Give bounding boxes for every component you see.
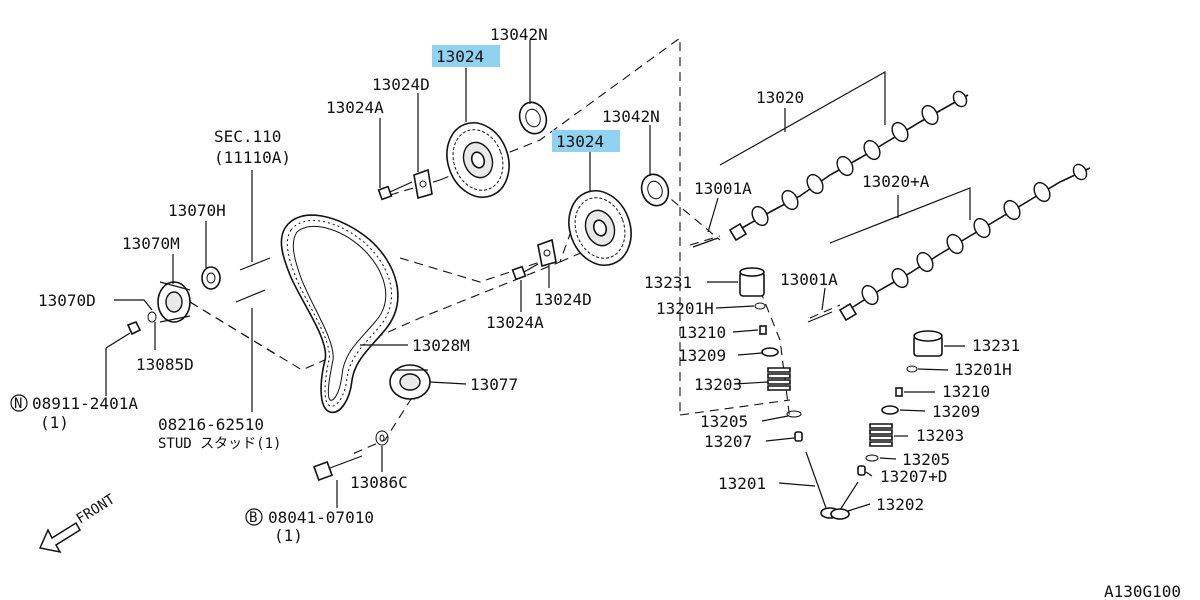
label-front: FRONT [74, 491, 119, 527]
retainer-right [881, 405, 899, 415]
label-13207-left: 13207 [704, 432, 752, 451]
valve-spring-right [869, 423, 893, 447]
dowel-pin-lower [807, 311, 833, 323]
washer-13086C [375, 430, 389, 446]
label-13024D-low: 13024D [534, 290, 592, 309]
valve-seal-left [794, 431, 803, 442]
front-arrow-icon [38, 521, 82, 554]
diagram-id: A130G100 [1104, 582, 1181, 600]
stud-upper [239, 257, 271, 271]
bolt-08041 [313, 455, 363, 481]
nut-marker: N [14, 396, 22, 412]
label-13210-right: 13210 [942, 382, 990, 401]
label-13001A-top: 13001A [694, 179, 752, 198]
label-13077: 13077 [470, 375, 518, 394]
valve-lifter-left [739, 267, 765, 297]
highlight-13024-top [432, 45, 500, 67]
nut-marker-circle [10, 394, 28, 412]
idler-pulley [389, 364, 431, 400]
oil-seal-lower [640, 173, 670, 207]
label-13001A-mid: 13001A [780, 270, 838, 289]
plate-upper [413, 168, 433, 200]
leader-lines [105, 40, 971, 512]
label-13201H-left: 13201H [656, 299, 714, 318]
label-13020A: 13020+A [862, 172, 930, 191]
label-bolt-code: 08041-07010 [268, 508, 374, 527]
highlight-13024-mid [552, 130, 620, 152]
label-13070D: 13070D [38, 291, 96, 310]
label-13024-top: 13024 [436, 47, 484, 66]
label-13210-left: 13210 [678, 323, 726, 342]
label-13024-mid: 13024 [556, 132, 604, 151]
label-13042N-top: 13042N [490, 25, 548, 44]
camshaft-lower [838, 163, 1091, 322]
valve-seal-right [857, 465, 866, 476]
label-bolt-qty: (1) [274, 526, 303, 545]
label-13042N-mid: 13042N [602, 107, 660, 126]
label-13070H: 13070H [168, 201, 226, 220]
intake-valve [805, 451, 840, 519]
label-13085D: 13085D [136, 355, 194, 374]
label-13207D: 13207+D [880, 467, 947, 486]
label-13201H-right: 13201H [954, 360, 1012, 379]
label-13231-right: 13231 [972, 336, 1020, 355]
washer-13085D [147, 311, 157, 323]
label-13024A-top: 13024A [326, 98, 384, 117]
oil-seal-upper [518, 101, 548, 135]
label-13070M: 13070M [122, 234, 180, 253]
label-13020: 13020 [756, 88, 804, 107]
label-13203-left: 13203 [694, 375, 742, 394]
label-sec110-sub: (11110A) [214, 148, 291, 167]
shim-right [906, 365, 918, 373]
label-stud-code: 08216-62510 [158, 415, 264, 434]
bolt-marker-circle [245, 508, 263, 526]
valve-lifter-right [913, 330, 943, 357]
label-nut-code: 08911-2401A [32, 394, 138, 413]
label-13202: 13202 [876, 495, 924, 514]
label-13205-left: 13205 [700, 412, 748, 431]
cam-sprocket-lower [568, 190, 632, 266]
label-nut-qty: (1) [40, 413, 69, 432]
label-13028M: 13028M [412, 336, 470, 355]
shim-left [754, 302, 766, 310]
keeper-right [895, 387, 903, 397]
valve-spring-left [767, 367, 791, 391]
retainer-left [761, 347, 779, 357]
label-stud-desc: STUD スタッド(1) [158, 436, 281, 452]
bolt-marker: B [249, 510, 257, 526]
plate-lower [537, 238, 557, 268]
exhaust-valve [830, 481, 859, 520]
label-13201: 13201 [718, 474, 766, 493]
keeper-left [759, 325, 767, 335]
tensioner-spring-cap [201, 266, 221, 290]
bolt-lower [511, 263, 539, 281]
label-13209-left: 13209 [678, 346, 726, 365]
label-13203-right: 13203 [916, 426, 964, 445]
nut-08911 [126, 320, 142, 336]
tensioner-pulley [157, 281, 191, 323]
label-13024D-top: 13024D [372, 75, 430, 94]
camshaft-upper [728, 90, 969, 242]
bolt-upper [377, 181, 413, 201]
dowel-pin-upper [692, 237, 719, 248]
labels: 13042N 13024 13024D 13024A 13042N 13024 … [10, 25, 1181, 600]
label-13024A-low: 13024A [486, 313, 544, 332]
label-13205-right: 13205 [902, 450, 950, 469]
timing-belt [280, 214, 399, 414]
stud-lower [235, 289, 266, 303]
label-13231-left: 13231 [644, 273, 692, 292]
label-sec110: SEC.110 [214, 127, 281, 146]
label-13086C: 13086C [350, 473, 408, 492]
cam-sprocket-upper [446, 122, 510, 198]
spring-seat-left [786, 410, 802, 418]
label-13209-right: 13209 [932, 402, 980, 421]
spring-seat-right [865, 454, 879, 462]
